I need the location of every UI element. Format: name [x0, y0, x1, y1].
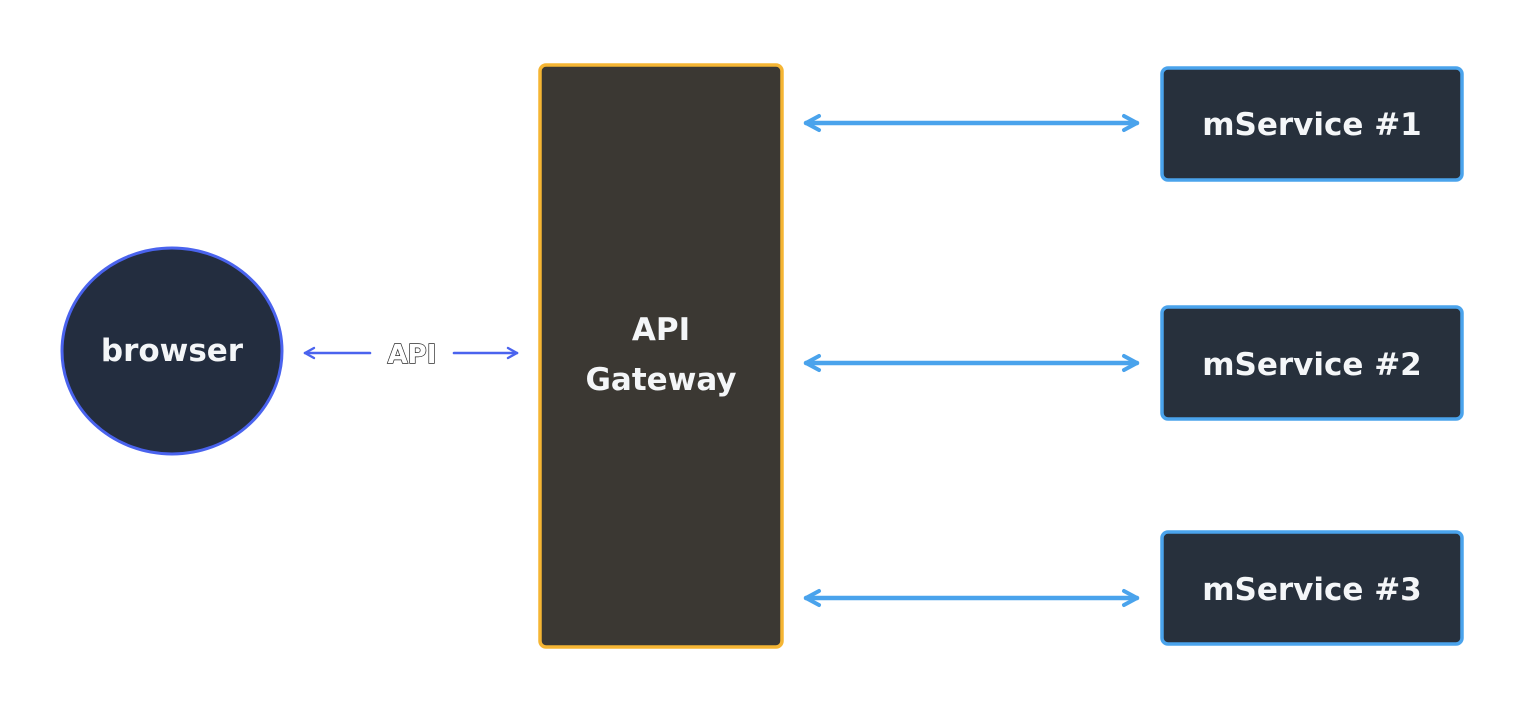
- service-1-node[interactable]: mService #1: [1160, 66, 1464, 182]
- service-1-box: [1160, 66, 1464, 182]
- api-connection[interactable]: API: [303, 339, 519, 371]
- browser-node[interactable]: browser: [60, 246, 284, 456]
- service-3-box: [1160, 530, 1464, 646]
- service-2-box: [1160, 305, 1464, 421]
- api-gateway-label-line2: Gateway: [585, 362, 736, 398]
- browser-label: browser: [101, 333, 244, 369]
- service-2-label: mService #2: [1202, 347, 1422, 383]
- api-gateway-box: [538, 63, 784, 649]
- browser-circle: [60, 246, 284, 456]
- api-gateway-node[interactable]: API Gateway: [538, 63, 784, 649]
- api-edge-label: API: [388, 340, 437, 370]
- api-gateway-label-line1: API: [632, 312, 690, 348]
- service-3-node[interactable]: mService #3: [1160, 530, 1464, 646]
- service-2-node[interactable]: mService #2: [1160, 305, 1464, 421]
- service-3-label: mService #3: [1202, 572, 1422, 608]
- service-1-label: mService #1: [1202, 107, 1422, 143]
